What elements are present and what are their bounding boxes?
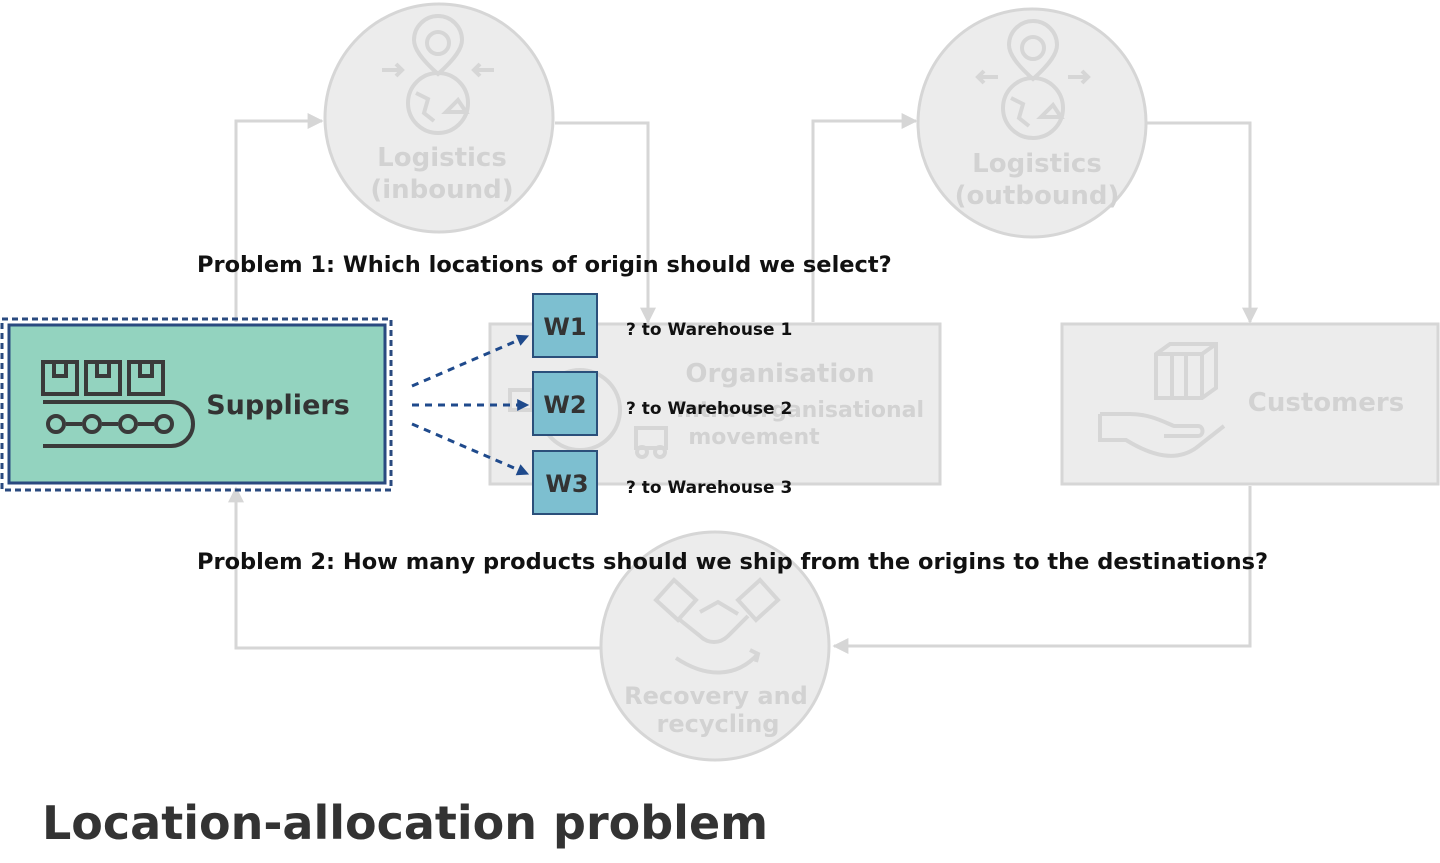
recovery-label-line2: recycling	[657, 710, 780, 738]
customers-label: Customers	[1248, 388, 1404, 418]
conveyor-belt-icon	[41, 360, 195, 448]
warehouse-w3-text: ? to Warehouse 3	[626, 478, 792, 498]
page-title: Location-allocation problem	[42, 796, 769, 850]
connector-suppliers-to-inbound	[234, 113, 324, 322]
node-suppliers: Suppliers	[0, 317, 393, 492]
warehouse-w2-label: W2	[543, 391, 586, 419]
node-customers: Customers	[1060, 322, 1440, 486]
warehouse-w2: W2 ? to Warehouse 2	[532, 371, 792, 436]
connector-inbound-to-organisation	[555, 121, 656, 324]
location-globe-icon	[975, 19, 1091, 140]
outbound-label-line2: (outbound)	[955, 181, 1120, 211]
warehouse-w1-label: W1	[543, 313, 586, 341]
warehouse-w1-text: ? to Warehouse 1	[626, 320, 792, 340]
recovery-label-line1: Recovery and	[624, 682, 808, 710]
connector-recovery-to-suppliers	[228, 486, 600, 650]
arrow-to-w1	[411, 334, 530, 388]
warehouse-w1: W1 ? to Warehouse 1	[532, 293, 792, 358]
outbound-label-line1: Logistics	[972, 149, 1102, 179]
node-logistics-inbound: Logistics (inbound)	[323, 2, 555, 234]
connector-organisation-to-outbound	[811, 113, 918, 322]
allocation-arrows	[411, 334, 530, 476]
organisation-label-line2: Intra-organisational	[676, 398, 924, 423]
warehouse-w3: W3 ? to Warehouse 3	[532, 450, 792, 515]
connector-outbound-to-customers	[1147, 121, 1258, 324]
problem-2-text: Problem 2: How many products should we s…	[197, 549, 1268, 575]
organisation-label-line1: Organisation	[685, 359, 874, 389]
inbound-label-line1: Logistics	[377, 143, 507, 173]
problem-1-text: Problem 1: Which locations of origin sho…	[197, 252, 892, 278]
arrow-to-w3	[411, 422, 530, 476]
node-recovery: Recovery and recycling	[599, 530, 831, 762]
warehouse-w2-text: ? to Warehouse 2	[626, 399, 792, 419]
location-globe-icon	[382, 14, 494, 135]
node-logistics-outbound: Logistics (outbound)	[916, 7, 1148, 239]
connector-customers-to-recovery	[832, 486, 1252, 654]
handshake-icon	[653, 577, 781, 675]
flow-connectors	[228, 113, 1258, 654]
warehouse-w3-label: W3	[545, 470, 588, 498]
hand-box-icon	[1098, 342, 1226, 458]
organisation-label-line3: movement	[688, 425, 820, 450]
inbound-label-line2: (inbound)	[370, 175, 513, 205]
suppliers-label: Suppliers	[206, 390, 350, 421]
